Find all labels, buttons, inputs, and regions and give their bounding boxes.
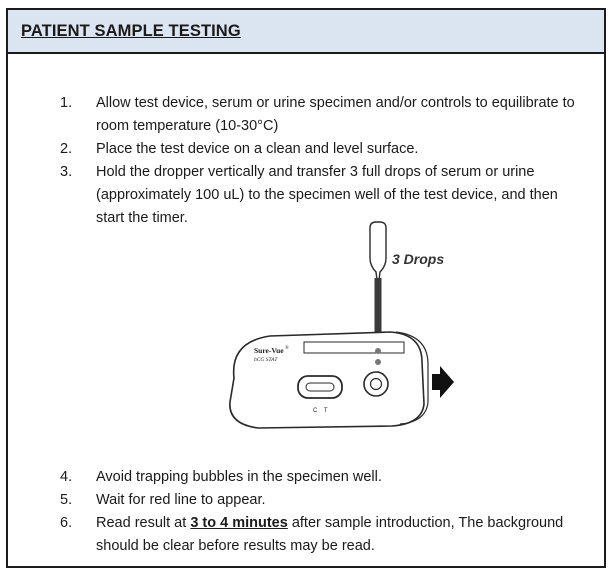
drops-label: 3 Drops [392,251,444,267]
step-number: 3. [60,164,73,180]
product-label: hCG STAT [254,357,278,363]
step-item: 4. Avoid trapping bubbles in the specime… [8,466,604,489]
section-header: PATIENT SAMPLE TESTING [8,10,604,54]
drop-2 [375,359,381,365]
registered-mark: ® [285,345,289,351]
step-number: 6. [60,515,73,531]
brand-label: Sure-Vue [254,346,284,355]
step-item: 5. Wait for red line to appear. [8,489,604,512]
step-item: 3. Hold the dropper vertically and trans… [8,161,604,230]
step-text: Hold the dropper vertically and transfer… [96,164,558,226]
read-time-emphasis: 3 to 4 minutes [190,515,288,531]
drop-1 [375,348,381,354]
step-item: 2. Place the test device on a clean and … [8,138,604,161]
test-cassette [229,331,429,429]
control-test-labels: C T [313,408,328,414]
step-number: 1. [60,95,73,111]
section-title: PATIENT SAMPLE TESTING [21,22,241,40]
step-text: Wait for red line to appear. [96,492,266,508]
step-number: 5. [60,492,73,508]
step-text: Avoid trapping bubbles in the specimen w… [96,469,382,485]
step-item: 6. Read result at 3 to 4 minutes after s… [8,512,604,558]
step-item: 1. Allow test device, serum or urine spe… [8,92,604,138]
step-text: Place the test device on a clean and lev… [96,141,419,157]
step-text: Allow test device, serum or urine specim… [96,95,575,134]
step-number: 2. [60,141,73,157]
step-number: 4. [60,469,73,485]
steps-list-bottom: 4. Avoid trapping bubbles in the specime… [8,466,604,558]
step-text-start: Read result at [96,515,191,531]
test-device-illustration: 3 Drops Sure-Vue ® hCG STAT C T [229,221,454,429]
steps-list-top: 1. Allow test device, serum or urine spe… [8,92,604,230]
arrow-right-icon [432,366,454,398]
instructions-panel: PATIENT SAMPLE TESTING 1. Allow test dev… [6,8,606,568]
step-text-end: after sample introduction, The backgroun… [96,515,564,554]
